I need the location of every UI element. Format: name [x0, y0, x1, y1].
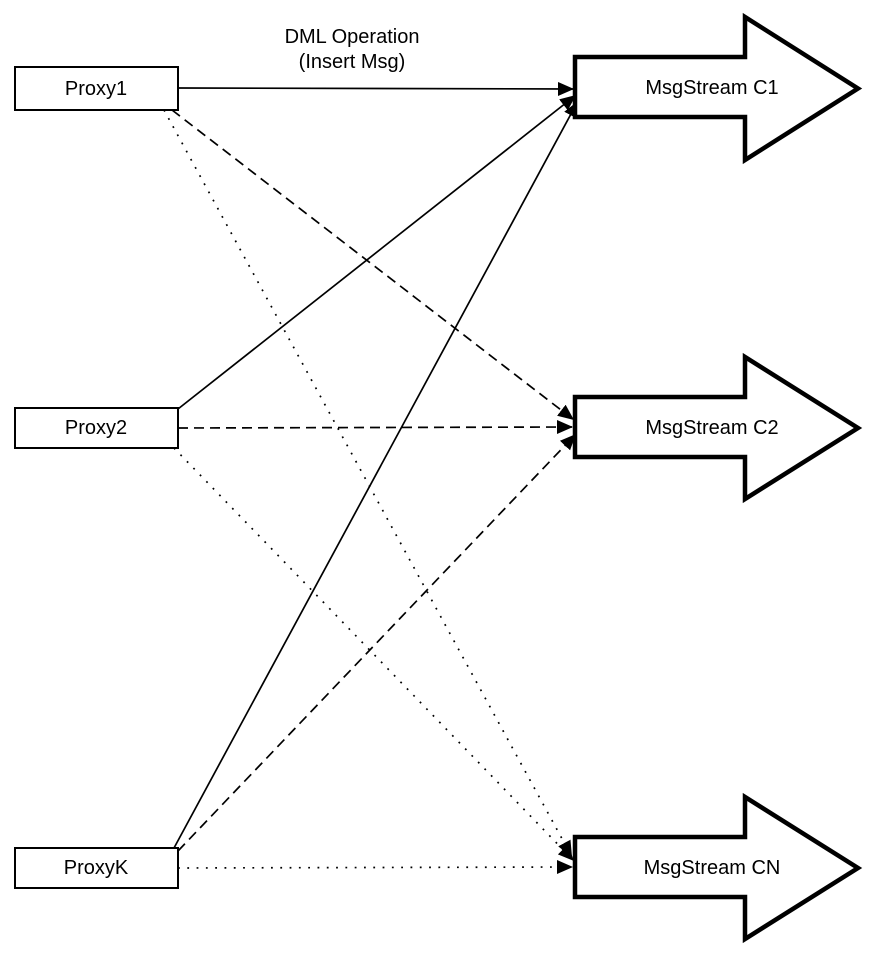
edge-proxy1-to-c1-solid — [177, 81, 575, 96]
proxyk-label: ProxyK — [64, 857, 129, 879]
edge-proxyk-to-cn-dotted — [177, 860, 574, 875]
msgstream-cn-label: MsgStream CN — [644, 857, 781, 879]
proxy1-box — [14, 66, 179, 111]
edge-proxy2-to-c2-dashed — [177, 420, 574, 435]
msgstream-c2-node: MsgStream C2 — [572, 352, 863, 504]
edge-proxy2-to-c1-solid — [177, 94, 577, 410]
proxy2-box — [14, 407, 179, 449]
edge-proxyk-to-c2-dashed — [177, 433, 577, 852]
msgstream-cn-node: MsgStream CN — [572, 792, 863, 944]
proxy2-label: Proxy2 — [65, 417, 127, 439]
msgstream-c1-arrow-icon — [572, 12, 863, 165]
dml-operation-label-line1: DML Operation — [285, 26, 420, 48]
msgstream-cn-arrow-icon — [572, 792, 863, 944]
proxyk-box — [14, 847, 179, 889]
msgstream-c1-label: MsgStream C1 — [645, 77, 778, 99]
dml-operation-label: DML Operation (Insert Msg) — [285, 26, 420, 73]
connection-edges — [163, 81, 579, 875]
msgstream-c2-arrow-icon — [572, 352, 863, 504]
edge-proxy1-to-cn-dotted — [163, 109, 573, 858]
msgstream-c1-node: MsgStream C1 — [572, 12, 863, 165]
edge-proxy1-to-c2-dashed — [171, 109, 575, 421]
edge-proxy2-to-cn-dotted — [173, 447, 575, 862]
edge-proxyk-to-c1-solid — [173, 100, 579, 849]
proxy1-label: Proxy1 — [65, 78, 127, 100]
proxyk-node: ProxyK — [14, 847, 179, 889]
msgstream-c2-label: MsgStream C2 — [645, 417, 778, 439]
proxy2-node: Proxy2 — [14, 407, 179, 449]
proxy1-node: Proxy1 — [14, 66, 179, 111]
dml-operation-label-line2: (Insert Msg) — [299, 51, 406, 73]
